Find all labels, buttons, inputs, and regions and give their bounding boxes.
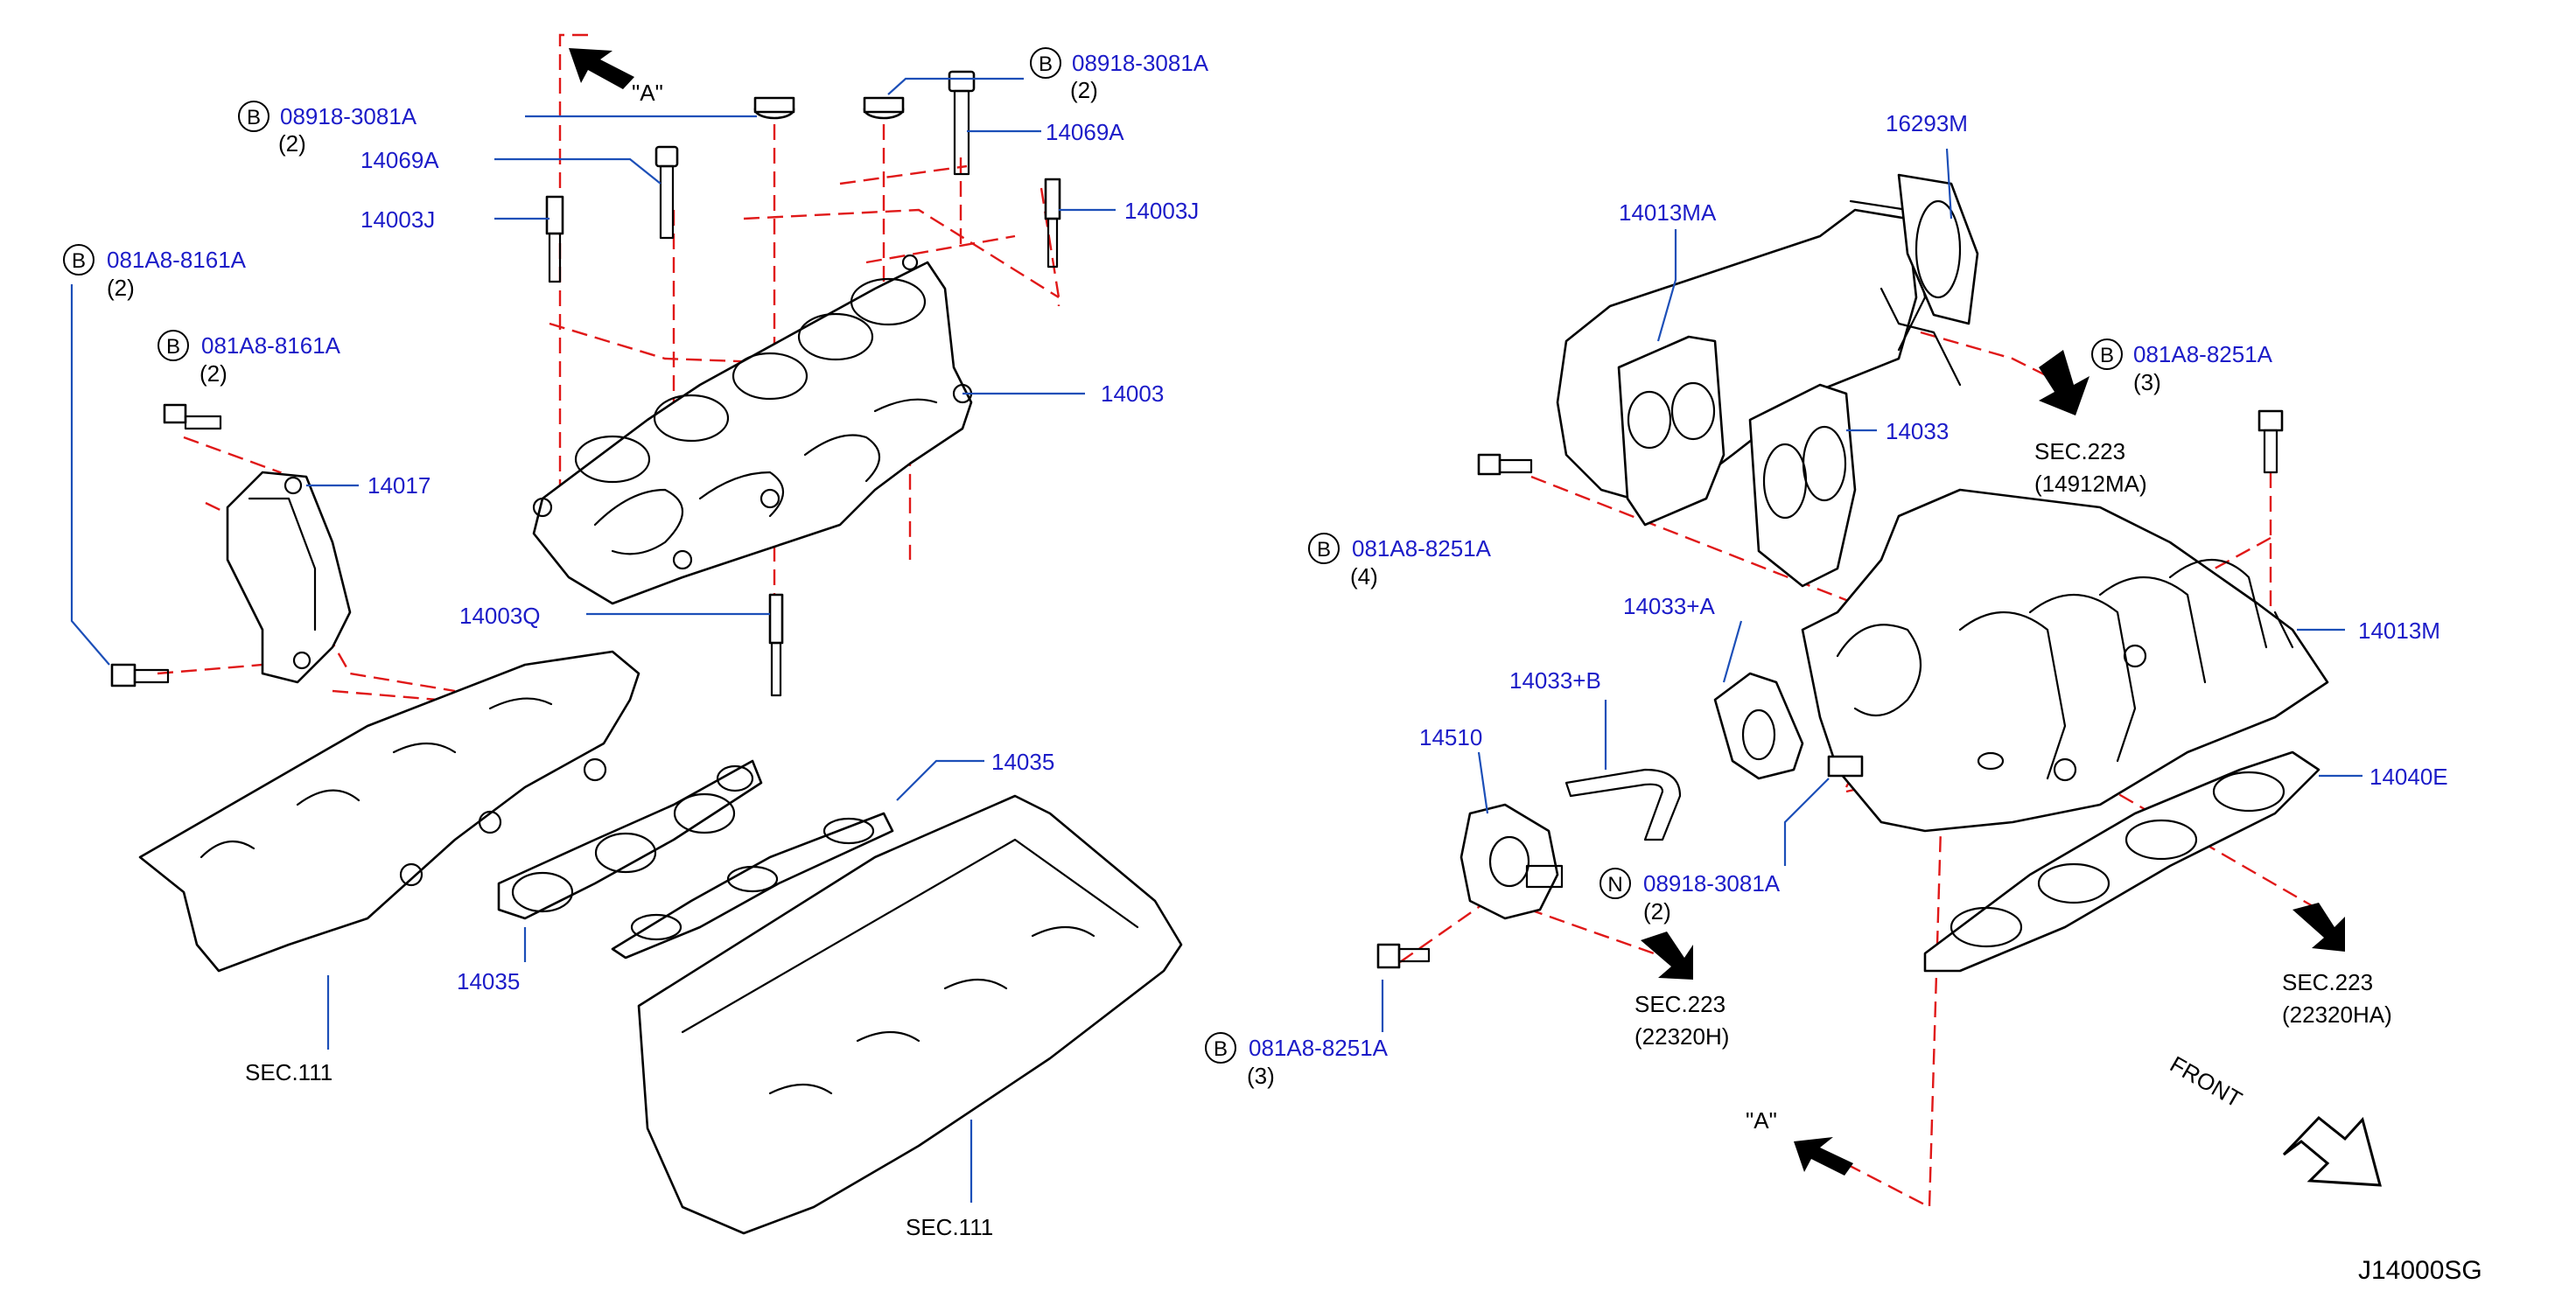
- label-081A8-8251A-bottom: 081A8-8251A: [1249, 1035, 1389, 1061]
- label-14003: 14003: [1101, 380, 1164, 407]
- cylinder-head-right: [637, 794, 1183, 1235]
- label-sec223-22320H-1: SEC.223: [1634, 991, 1726, 1017]
- gasket-14013MA-face: [1617, 335, 1726, 527]
- label-081A8-8161A-2-qty: (2): [200, 360, 228, 387]
- label-ref-a-top: "A": [632, 80, 663, 106]
- label-sec223-22320HA-2: (22320HA): [2282, 1001, 2392, 1028]
- svg-text:B: B: [247, 106, 261, 129]
- label-14017: 14017: [368, 472, 430, 499]
- label-081A8-8161A-1: 081A8-8161A: [107, 247, 247, 273]
- label-081A8-8251A-top: 081A8-8251A: [2133, 341, 2273, 367]
- svg-text:B: B: [1317, 538, 1331, 562]
- leader-lines: [70, 77, 2362, 1203]
- label-14003Q: 14003Q: [459, 603, 541, 629]
- label-14035-lower: 14035: [457, 968, 520, 994]
- label-081A8-8161A-1-qty: (2): [107, 275, 135, 301]
- label-front: FRONT: [2166, 1050, 2247, 1113]
- label-sec223-14912MA-1: SEC.223: [2034, 438, 2125, 464]
- air-valve-14510: [1460, 803, 1564, 920]
- direction-arrows: [1641, 350, 2345, 1176]
- label-sec223-22320HA-1: SEC.223: [2282, 969, 2373, 995]
- bolt-symbols: B B B B B B N B: [63, 47, 2123, 1064]
- label-08918-top-right-qty: (2): [1070, 77, 1098, 103]
- label-081A8-8251A-mid-qty: (4): [1350, 563, 1378, 590]
- label-16293M: 16293M: [1886, 110, 1968, 136]
- label-08918-top-left: 08918-3081A: [280, 103, 417, 129]
- label-14040E: 14040E: [2370, 764, 2448, 790]
- label-081A8-8251A-mid: 081A8-8251A: [1352, 535, 1492, 562]
- cylinder-head-left: [138, 650, 640, 973]
- label-081A8-8161A-2: 081A8-8161A: [201, 332, 341, 359]
- label-14033: 14033: [1886, 418, 1949, 444]
- label-08918-top-left-qty: (2): [278, 130, 306, 157]
- gasket-14033-plus-a: [1713, 672, 1804, 780]
- label-14003J-left: 14003J: [360, 206, 435, 233]
- label-sec223-14912MA-2: (14912MA): [2034, 471, 2147, 497]
- hardware-left: [110, 70, 1061, 697]
- gasket-14035-right: [611, 812, 894, 960]
- hardware-right: [1376, 409, 2284, 969]
- label-14033-plus-b: 14033+B: [1509, 667, 1601, 694]
- label-08918-N-qty: (2): [1643, 898, 1671, 925]
- label-14069A-left: 14069A: [360, 147, 439, 173]
- hose-14033-plus-b: [1564, 768, 1682, 841]
- label-14003J-right: 14003J: [1124, 198, 1199, 224]
- label-14033-plus-a: 14033+A: [1623, 593, 1715, 619]
- intake-manifold-14013M: [1801, 488, 2329, 833]
- label-14035-upper: 14035: [991, 749, 1054, 775]
- label-sec111-right: SEC.111: [906, 1214, 993, 1240]
- label-ref-a-bottom: "A": [1746, 1107, 1777, 1134]
- svg-text:B: B: [1214, 1037, 1228, 1061]
- label-sec223-22320H-2: (22320H): [1634, 1023, 1729, 1050]
- label-sec111-left: SEC.111: [245, 1059, 332, 1085]
- svg-text:B: B: [2100, 344, 2114, 367]
- svg-text:B: B: [1039, 52, 1053, 76]
- gasket-14035-left: [497, 759, 763, 920]
- label-081A8-8251A-top-qty: (3): [2133, 369, 2161, 395]
- intake-manifold-14003: [532, 254, 973, 605]
- svg-text:B: B: [166, 335, 180, 359]
- svg-text:N: N: [1607, 873, 1622, 897]
- label-081A8-8251A-bottom-qty: (3): [1247, 1063, 1275, 1089]
- diagram-code: J14000SG: [2358, 1256, 2482, 1285]
- label-14013MA: 14013MA: [1619, 199, 1717, 226]
- label-14069A-right: 14069A: [1046, 119, 1124, 145]
- bracket-14017: [226, 471, 352, 684]
- part-labels: 08918-3081A (2) 08918-3081A (2) 14069A 1…: [107, 50, 2482, 1285]
- gasket-16293M: [1897, 173, 1979, 325]
- gasket-14040E: [1923, 750, 2320, 973]
- gasket-14033: [1748, 383, 1857, 588]
- front-direction-arrow: [2282, 1115, 2382, 1187]
- label-14013M: 14013M: [2358, 618, 2440, 644]
- svg-text:B: B: [72, 249, 86, 273]
- label-08918-top-right: 08918-3081A: [1072, 50, 1209, 76]
- label-08918-N: 08918-3081A: [1643, 870, 1781, 897]
- reference-arrow-a-top: [569, 48, 634, 89]
- label-14510: 14510: [1419, 724, 1482, 750]
